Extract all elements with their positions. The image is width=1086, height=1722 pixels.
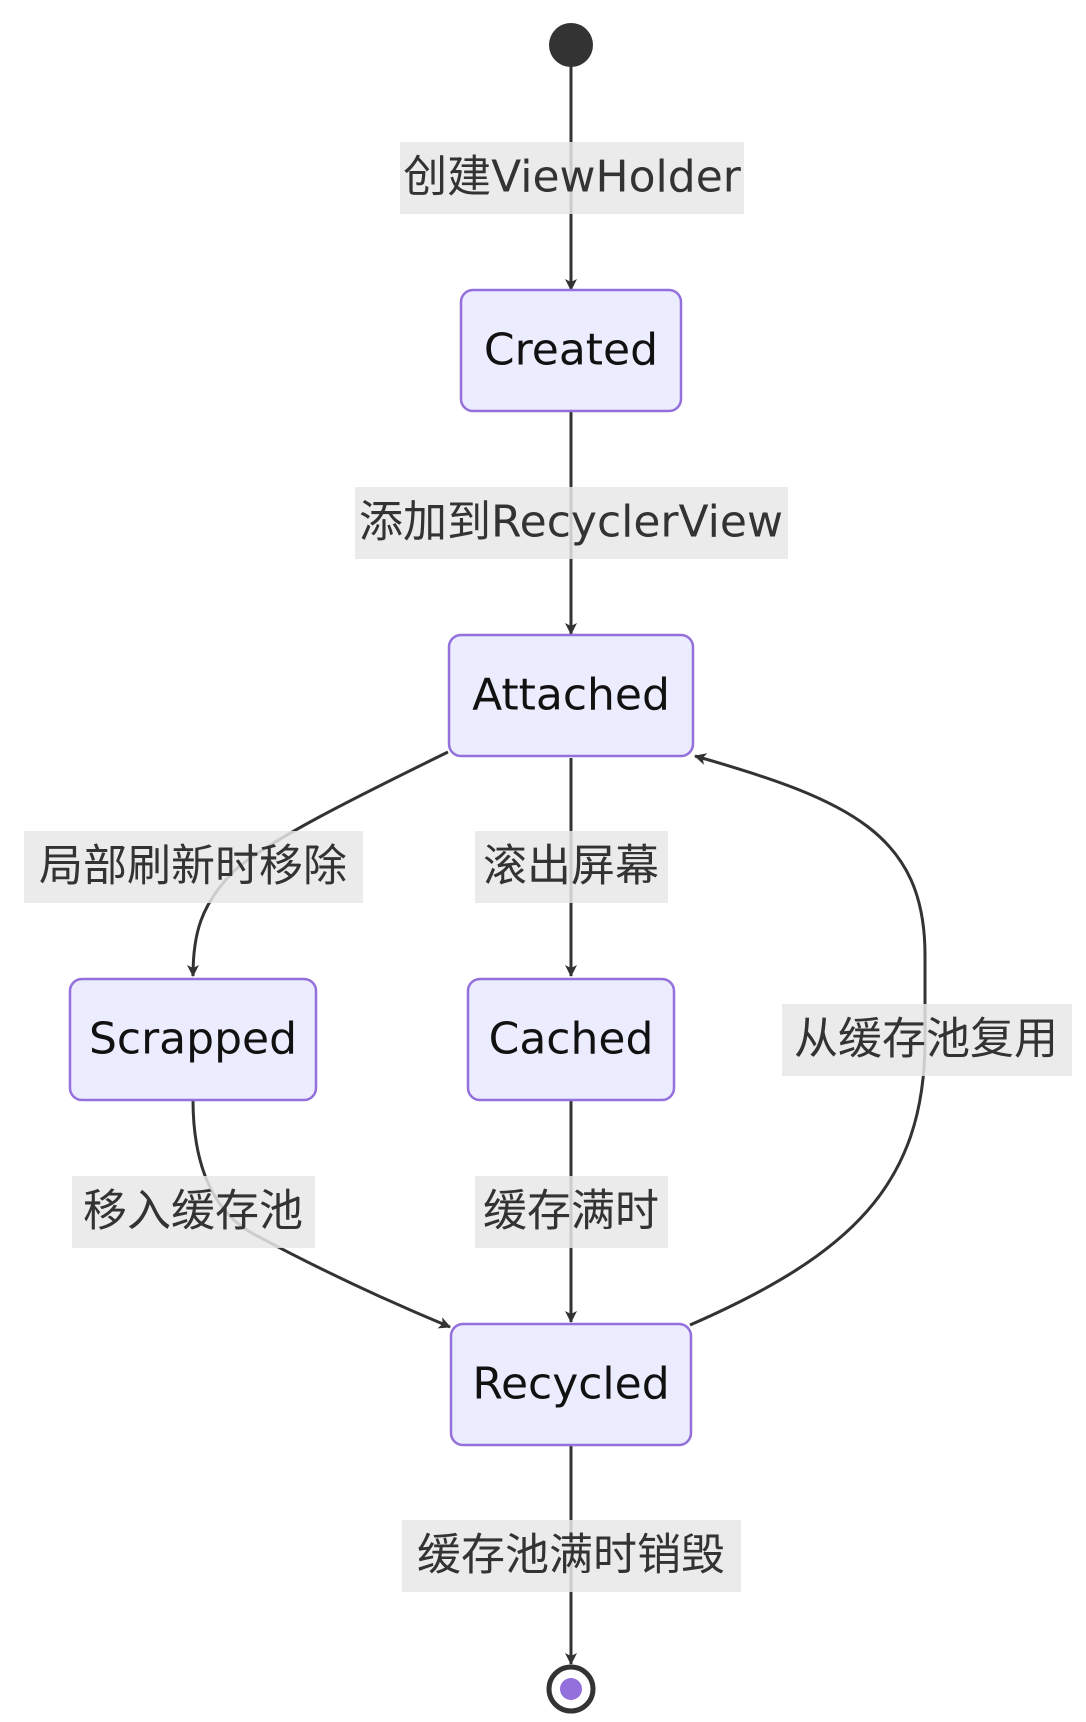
state-label-scrapped: Scrapped [89,1014,297,1065]
edge-label-scrapped-to-recycled: 移入缓存池 [72,1176,315,1248]
state-recycled: Recycled [449,1322,693,1447]
end-state [546,1664,596,1714]
edge-label-recycled-to-end: 缓存池满时销毁 [402,1520,741,1592]
edge-label-recycled-to-attached: 从缓存池复用 [782,1004,1072,1076]
state-created: Created [459,288,683,413]
state-cached: Cached [466,977,676,1102]
edge-label-text: 缓存池满时销毁 [417,1530,725,1581]
edge-label-text: 移入缓存池 [83,1186,303,1237]
state-label-attached: Attached [472,670,670,721]
edge-label-start-to-created: 创建ViewHolder [400,142,744,214]
edge-label-text: 滚出屏幕 [483,841,659,892]
edge-label-text: 缓存满时 [483,1186,659,1237]
state-label-cached: Cached [489,1014,654,1065]
edge-label-text: 添加到RecyclerView [359,497,783,548]
edge-label-text: 局部刷新时移除 [39,841,347,892]
edge-label-text: 创建ViewHolder [403,152,742,203]
state-label-created: Created [484,325,658,376]
edge-label-attached-to-scrapped: 局部刷新时移除 [24,831,363,903]
state-label-recycled: Recycled [472,1359,669,1410]
edge-label-attached-to-cached: 滚出屏幕 [475,831,668,903]
start-state [549,23,593,67]
edge-label-text: 从缓存池复用 [794,1014,1058,1065]
edge-label-created-to-attached: 添加到RecyclerView [355,487,788,559]
edge-label-cached-to-recycled: 缓存满时 [475,1176,668,1248]
state-scrapped: Scrapped [68,977,318,1102]
state-attached: Attached [447,633,695,758]
